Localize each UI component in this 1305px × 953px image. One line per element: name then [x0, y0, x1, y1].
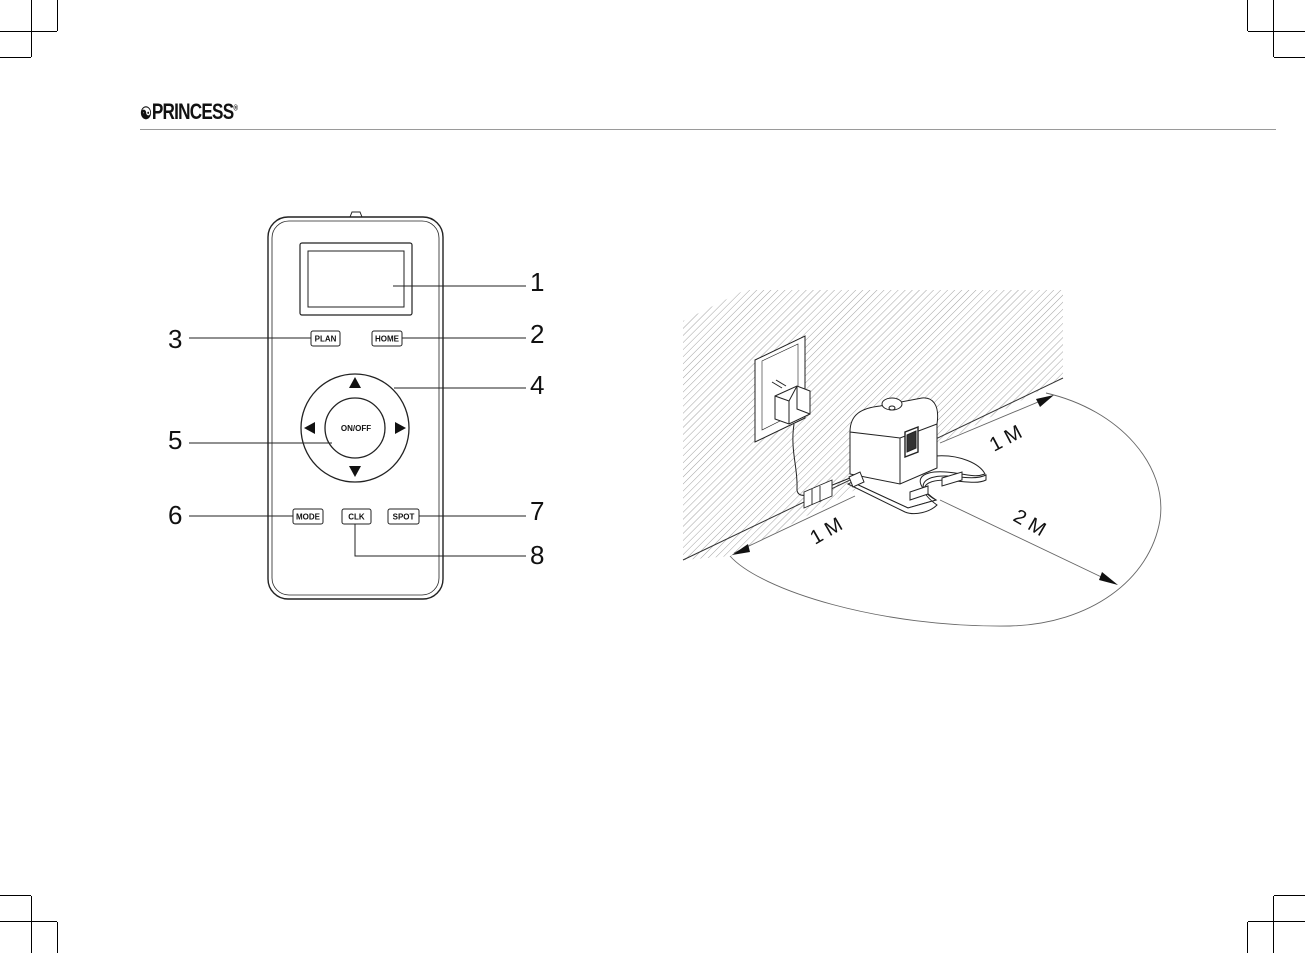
dimension-label-left: 1 M: [807, 514, 847, 550]
arrowhead-front-icon: [1099, 572, 1118, 585]
dimension-label-right: 1 M: [986, 421, 1026, 456]
arrowhead-right-icon: [1036, 395, 1054, 407]
